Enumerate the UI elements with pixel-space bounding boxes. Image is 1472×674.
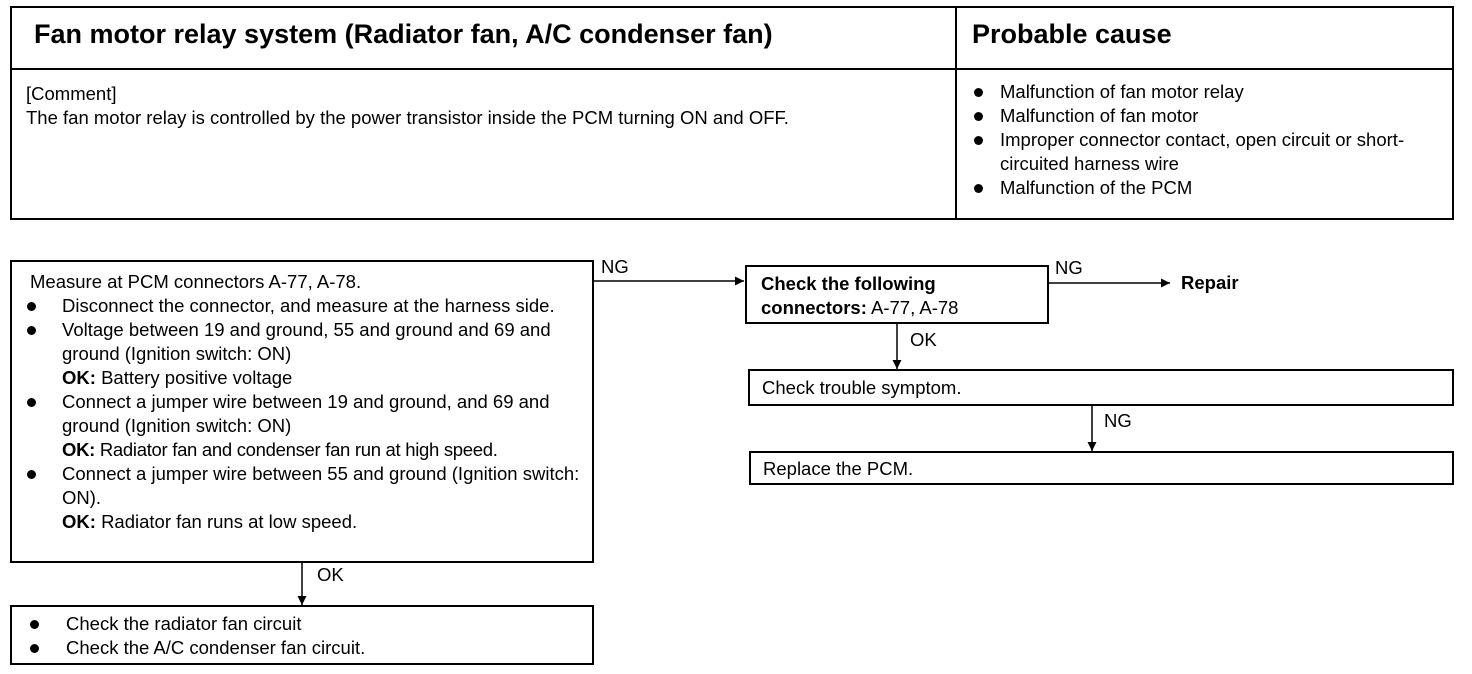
circuit-item: Check the A/C condenser fan circuit. xyxy=(12,636,592,660)
measure-title: Measure at PCM connectors A-77, A-78. xyxy=(30,271,362,292)
bullet-icon xyxy=(974,184,983,193)
cause-item: Improper connector contact, open circuit… xyxy=(966,128,1446,176)
bullet-icon xyxy=(974,112,983,121)
measure-step: Connect a jumper wire between 55 and gro… xyxy=(12,462,584,510)
header-divider-vertical xyxy=(955,6,957,220)
bullet-icon xyxy=(30,620,39,629)
ng-label: NG xyxy=(1104,410,1132,431)
replace-pcm-text: Replace the PCM. xyxy=(763,458,914,479)
circuit-item: Check the radiator fan circuit xyxy=(12,612,592,636)
trouble-symptom-box: Check trouble symptom. xyxy=(748,369,1454,406)
circuit-list: Check the radiator fan circuit Check the… xyxy=(12,612,592,660)
trouble-symptom-text: Check trouble symptom. xyxy=(762,377,962,398)
circuits-box: Check the radiator fan circuit Check the… xyxy=(10,605,594,665)
measure-steps: Connect a jumper wire between 55 and gro… xyxy=(12,462,584,510)
ok-line: OK: Radiator fan runs at low speed. xyxy=(62,511,358,532)
probable-cause-title: Probable cause xyxy=(972,19,1172,49)
cause-list: Malfunction of fan motor relay Malfuncti… xyxy=(966,80,1446,200)
header-table xyxy=(10,6,1454,220)
bullet-icon xyxy=(974,88,983,97)
ok-label: OK xyxy=(910,329,937,350)
check-connectors-label: Check the following connectors: xyxy=(761,273,936,318)
header-divider-horizontal xyxy=(10,68,1454,70)
ok-line: OK: Radiator fan and condenser fan run a… xyxy=(62,439,498,460)
ok-label: OK xyxy=(317,564,344,585)
measure-steps: Connect a jumper wire between 19 and gro… xyxy=(12,390,584,438)
bullet-icon xyxy=(27,302,36,311)
measure-step: Disconnect the connector, and measure at… xyxy=(12,294,584,318)
ok-line: OK: Battery positive voltage xyxy=(62,367,293,388)
cause-item: Malfunction of fan motor xyxy=(966,104,1446,128)
system-title: Fan motor relay system (Radiator fan, A/… xyxy=(34,19,773,49)
comment-label: [Comment] xyxy=(26,83,117,104)
bullet-icon xyxy=(30,644,39,653)
comment-text: The fan motor relay is controlled by the… xyxy=(26,107,789,128)
measure-step: Connect a jumper wire between 19 and gro… xyxy=(12,390,584,438)
bullet-icon xyxy=(27,470,36,479)
check-connectors-ids: A-77, A-78 xyxy=(871,297,959,318)
measure-box: Measure at PCM connectors A-77, A-78. Di… xyxy=(10,260,594,563)
replace-pcm-box: Replace the PCM. xyxy=(749,451,1454,485)
repair-label: Repair xyxy=(1181,272,1239,293)
cause-item: Malfunction of fan motor relay xyxy=(966,80,1446,104)
cause-item: Malfunction of the PCM xyxy=(966,176,1446,200)
bullet-icon xyxy=(27,326,36,335)
bullet-icon xyxy=(27,398,36,407)
check-connectors-box: Check the following connectors: A-77, A-… xyxy=(745,265,1049,324)
measure-steps: Disconnect the connector, and measure at… xyxy=(12,294,584,366)
ng-label: NG xyxy=(1055,257,1083,278)
measure-step: Voltage between 19 and ground, 55 and gr… xyxy=(12,318,584,366)
ng-label: NG xyxy=(601,256,629,277)
bullet-icon xyxy=(974,136,983,145)
comment-block: [Comment] The fan motor relay is control… xyxy=(26,82,789,130)
